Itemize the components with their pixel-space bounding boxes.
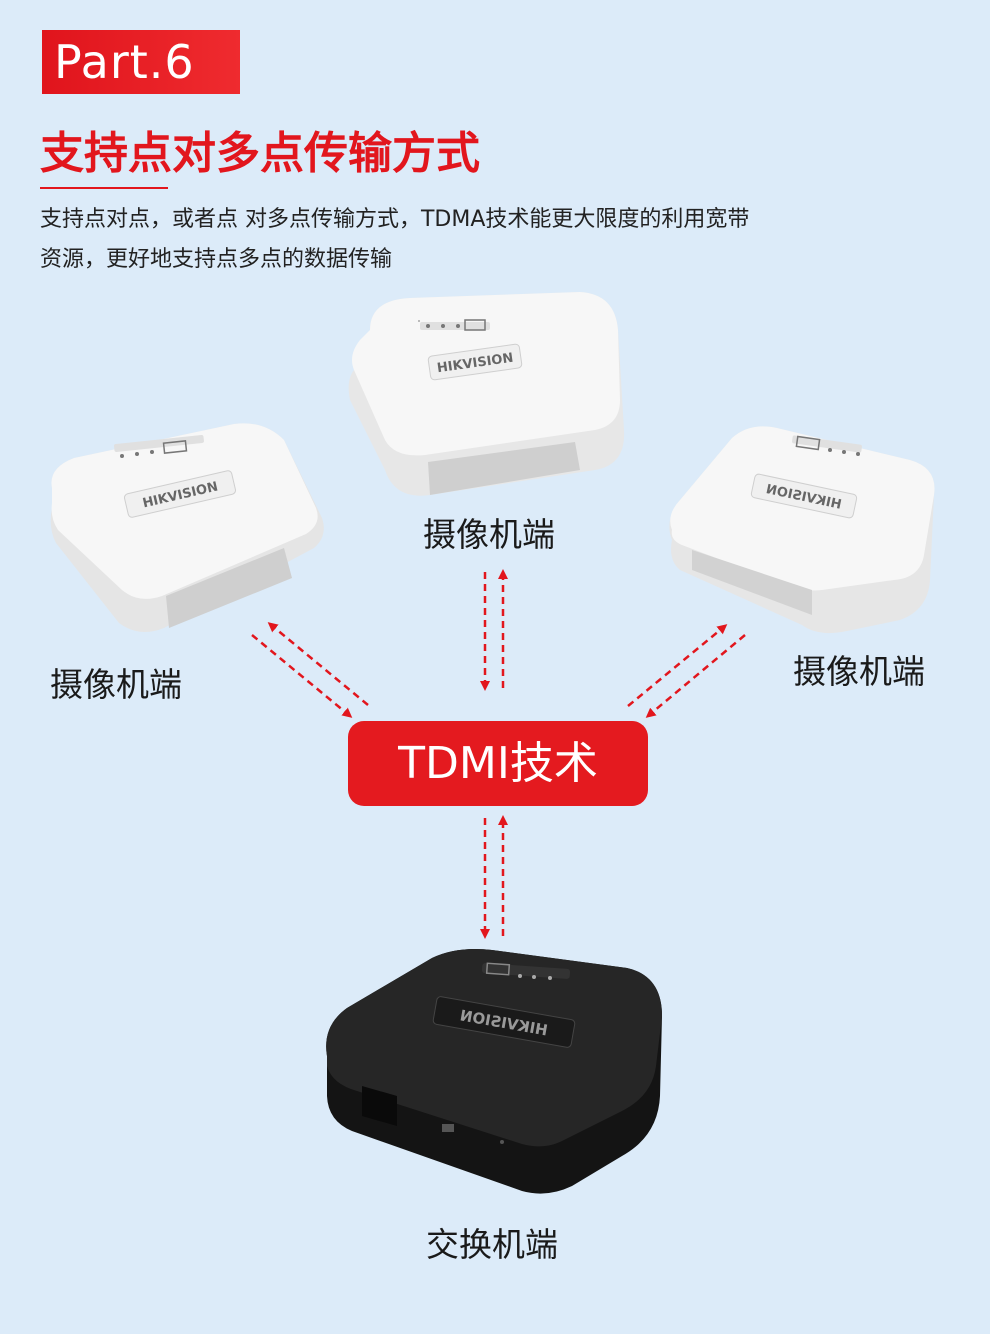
switch-device: HIKVISION [326,949,662,1194]
arrow-center-to-left [267,622,369,706]
arrow-left-to-center [251,634,353,718]
camera-device-top: HIKVISION [348,292,625,496]
camera-left-label: 摄像机端 [50,665,182,704]
part-badge: Part.6 [42,30,240,94]
camera-device-left: HIKVISION [50,423,324,632]
status-lights [420,319,490,331]
section-heading: 支持点对多点传输方式 [40,128,480,179]
section-description: 支持点对点，或者点 对多点传输方式，TDMA技术能更大限度的利用宽带 资源，更好… [40,200,900,280]
arrow-center-to-right [627,624,728,707]
tdmi-technology-badge: TDMI技术 [348,721,648,806]
camera-top-label: 摄像机端 [423,515,555,554]
heading-underline [40,187,168,189]
description-line-2: 资源，更好地支持点多点的数据传输 [40,247,393,272]
camera-right-label: 摄像机端 [793,652,925,691]
camera-device-right: HIKVISION [669,426,935,634]
switch-label: 交换机端 [426,1225,558,1264]
description-line-1: 支持点对点，或者点 对多点传输方式，TDMA技术能更大限度的利用宽带 [40,207,750,232]
arrow-right-to-center [645,634,746,718]
